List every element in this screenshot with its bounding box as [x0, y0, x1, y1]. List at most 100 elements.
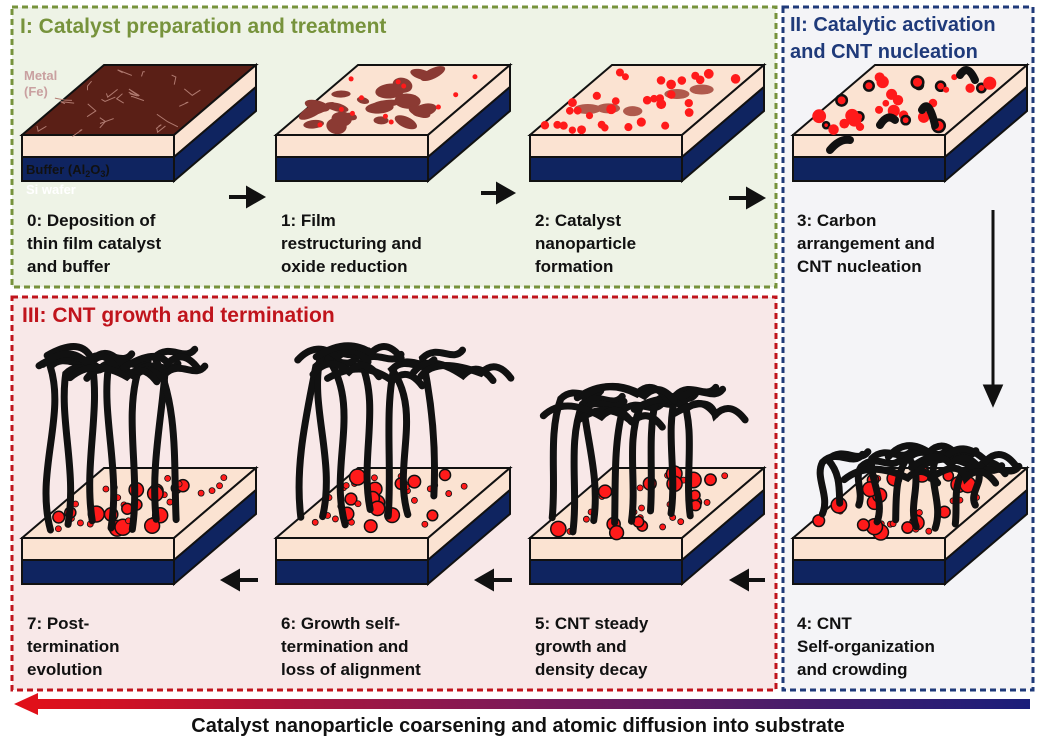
catalyst-particle [926, 528, 932, 534]
catalyst-particle [848, 113, 862, 127]
svg-text:thin film catalyst: thin film catalyst [27, 234, 161, 253]
wafer-label: Si wafer [26, 182, 76, 197]
svg-text:1: Film: 1: Film [281, 211, 336, 230]
catalyst-particle [560, 122, 567, 129]
svg-text:oxide reduction: oxide reduction [281, 257, 408, 276]
catalyst-particle [566, 107, 574, 115]
catalyst-particle [650, 95, 658, 103]
svg-text:termination: termination [27, 637, 120, 656]
catalyst-particle [606, 104, 616, 114]
catalyst-particle [875, 106, 883, 114]
section-2-title-line1: II: Catalytic activation [790, 14, 996, 36]
svg-text:CNT nucleation: CNT nucleation [797, 257, 922, 276]
catalyst-particle [828, 124, 839, 135]
catalyst-particle [408, 475, 421, 488]
catalyst-particle [876, 76, 888, 88]
catalyst-particle [886, 89, 897, 100]
catalyst-particle [657, 76, 666, 85]
catalyst-particle [355, 501, 361, 507]
catalyst-particle [685, 108, 694, 117]
catalyst-particle [209, 488, 215, 494]
catalyst-particle [422, 521, 428, 527]
section-2-title-line2: and CNT nucleation [790, 41, 978, 63]
catalyst-particle [332, 516, 338, 522]
catalyst-particle [722, 473, 728, 479]
catalyst-particle [217, 483, 223, 489]
catalyst-particle [569, 126, 576, 133]
catalyst-particle [439, 469, 450, 480]
catalyst-particle [411, 497, 417, 503]
catalyst-particle [965, 84, 974, 93]
catalyst-particle [198, 490, 204, 496]
catalyst-particle [656, 99, 666, 109]
catalyst-particle [55, 526, 61, 532]
catalyst-particle [436, 105, 441, 110]
catalyst-particle [343, 483, 349, 489]
svg-text:arrangement and: arrangement and [797, 234, 935, 253]
catalyst-particle [359, 95, 364, 100]
catalyst-particle [704, 499, 710, 505]
catalyst-particle [583, 516, 589, 522]
catalyst-particle [574, 107, 582, 115]
svg-text:5: CNT steady: 5: CNT steady [535, 614, 649, 633]
metal-island [623, 106, 642, 116]
catalyst-particle [666, 80, 676, 90]
catalyst-particle [349, 76, 354, 81]
bottom-caption: Catalyst nanoparticle coarsening and ato… [191, 715, 844, 737]
catalyst-particle [882, 100, 889, 107]
catalyst-particle [371, 475, 377, 481]
svg-text:termination and: termination and [281, 637, 409, 656]
catalyst-particle [637, 118, 646, 127]
catalyst-particle [53, 511, 65, 523]
svg-text:2: Catalyst: 2: Catalyst [535, 211, 621, 230]
catalyst-particle [598, 121, 606, 129]
catalyst-particle [551, 521, 566, 536]
svg-text:Self-organization: Self-organization [797, 637, 935, 656]
svg-text:and buffer: and buffer [27, 257, 110, 276]
metal-island [690, 85, 714, 95]
section-1-title: I: Catalyst preparation and treatment [20, 15, 386, 38]
catalyst-particle [389, 119, 394, 124]
catalyst-particle [823, 122, 829, 128]
catalyst-particle [541, 121, 549, 129]
catalyst-particle [612, 97, 620, 105]
catalyst-particle [165, 475, 171, 481]
catalyst-particle [660, 524, 666, 530]
svg-text:nanoparticle: nanoparticle [535, 234, 636, 253]
section-3-title: III: CNT growth and termination [22, 304, 335, 327]
svg-text:6: Growth self-: 6: Growth self- [281, 614, 400, 633]
catalyst-particle [661, 122, 669, 130]
svg-text:7: Post-: 7: Post- [27, 614, 89, 633]
catalyst-particle [610, 526, 624, 540]
catalyst-particle [691, 72, 699, 80]
catalyst-particle [427, 510, 438, 521]
catalyst-particle [983, 77, 996, 90]
catalyst-particle [864, 81, 874, 91]
catalyst-particle [616, 68, 624, 76]
catalyst-particle [836, 95, 847, 106]
catalyst-particle [446, 491, 452, 497]
svg-text:evolution: evolution [27, 660, 103, 679]
catalyst-particle [839, 119, 849, 129]
catalyst-particle [901, 116, 909, 124]
catalyst-particle [912, 76, 924, 88]
catalyst-particle [221, 475, 227, 481]
catalyst-particle [586, 112, 593, 119]
coarsening-gradient-arrow [14, 693, 1030, 715]
catalyst-particle [667, 90, 675, 98]
svg-text:formation: formation [535, 257, 613, 276]
svg-text:restructuring and: restructuring and [281, 234, 422, 253]
catalyst-particle [916, 510, 922, 516]
svg-text:density decay: density decay [535, 660, 648, 679]
svg-text:and crowding: and crowding [797, 660, 908, 679]
catalyst-particle [350, 469, 366, 485]
catalyst-particle [401, 84, 406, 89]
svg-text:3: Carbon: 3: Carbon [797, 211, 876, 230]
buffer-label: Buffer (Al2O3) [26, 162, 110, 179]
catalyst-particle [637, 485, 643, 491]
catalyst-particle [643, 96, 652, 105]
catalyst-particle [731, 74, 741, 84]
catalyst-particle [678, 519, 684, 525]
catalyst-particle [705, 474, 716, 485]
